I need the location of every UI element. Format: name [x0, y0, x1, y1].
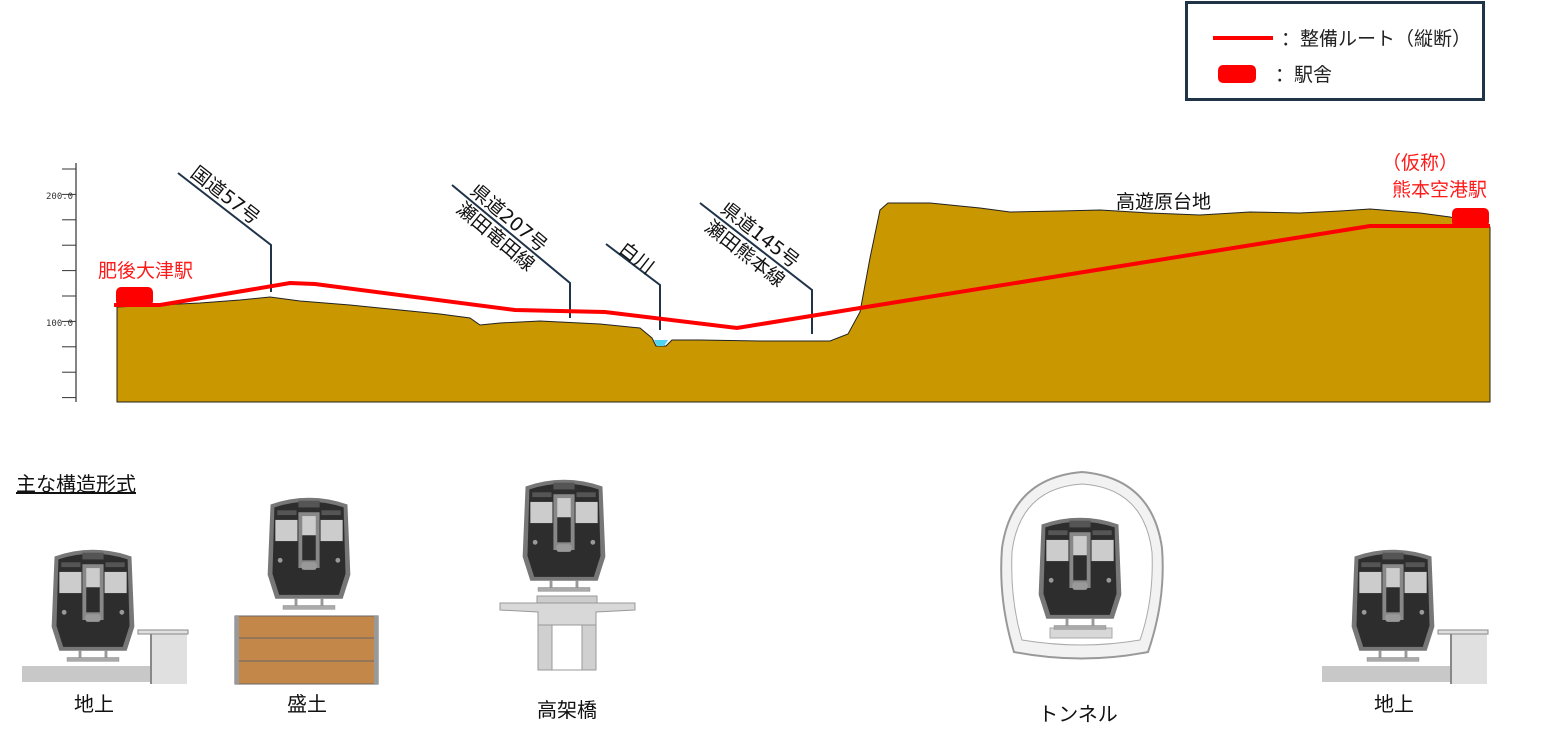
station-marker-start: [116, 287, 153, 306]
ground-profile: [116, 202, 1491, 403]
legend-station: ：駅舎: [1207, 60, 1332, 87]
leader-lines: [177, 172, 813, 334]
legend-route: ：整備ルート（縦断）: [1213, 24, 1471, 51]
legend-station-label: ：駅舎: [1275, 64, 1333, 86]
structure-viaduct: [499, 479, 636, 671]
caption-ground-1: 地上: [74, 692, 114, 716]
route-line-swatch: [1213, 35, 1273, 40]
station-marker-end: [1452, 208, 1489, 227]
station-label-end-prefix: （仮称）: [1382, 152, 1459, 174]
legend: ：整備ルート（縦断） ：駅舎: [1185, 1, 1485, 101]
tick-label-100: 100.0: [46, 319, 73, 329]
river-water: [654, 340, 668, 346]
structures-heading: 主な構造形式: [16, 472, 136, 496]
tick-label-200: 200.0: [46, 192, 73, 202]
structure-tunnel: [1000, 470, 1164, 660]
station-swatch: [1218, 64, 1256, 83]
elevation-axis: 200.0 100.0: [46, 163, 77, 402]
legend-route-label: ：整備ルート（縦断）: [1281, 28, 1472, 50]
planned-route-line: [114, 224, 1490, 331]
caption-embankment: 盛土: [287, 692, 327, 716]
caption-viaduct: 高架橋: [537, 698, 597, 722]
structure-ground-2: [1322, 549, 1489, 684]
plateau-label: 高遊原台地: [1116, 191, 1212, 213]
caption-tunnel: トンネル: [1038, 702, 1118, 726]
structure-ground-1: [22, 549, 189, 684]
station-label-end: 熊本空港駅: [1392, 179, 1488, 201]
structure-embankment: [234, 497, 379, 685]
caption-ground-2: 地上: [1374, 692, 1414, 716]
station-label-start: 肥後大津駅: [98, 260, 194, 282]
